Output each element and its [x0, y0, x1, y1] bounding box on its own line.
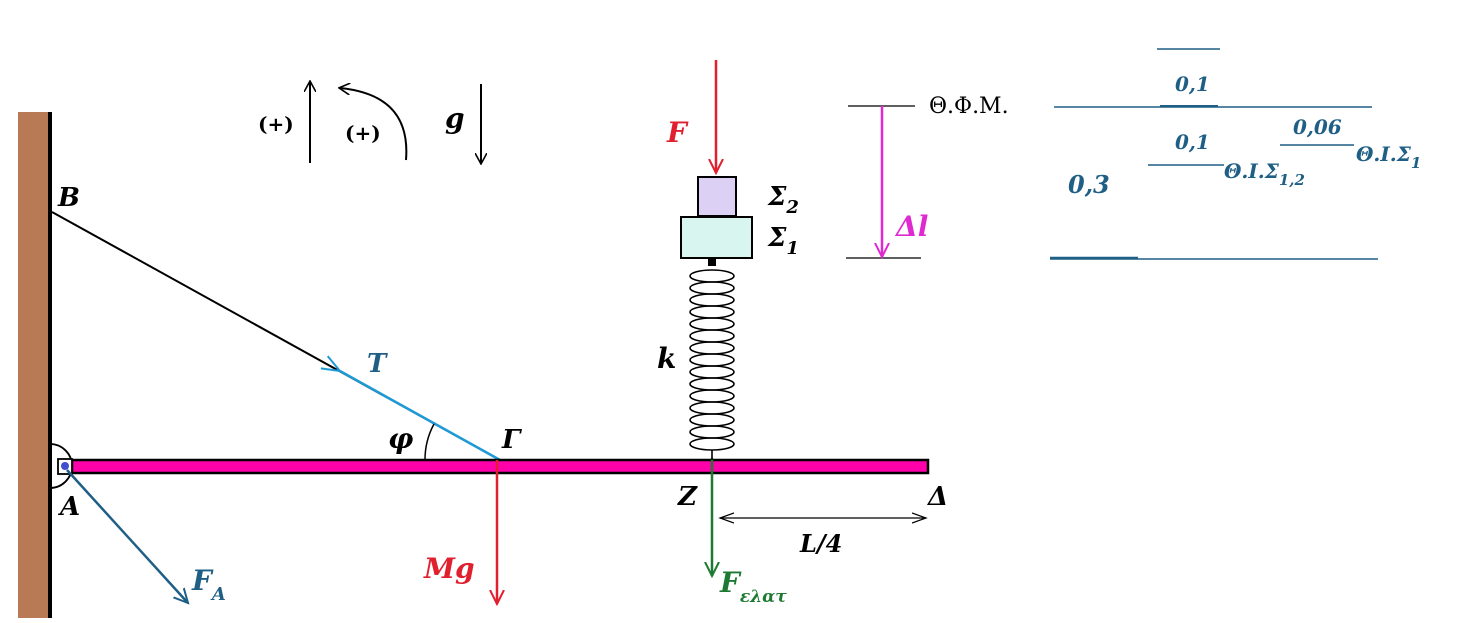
spring-coil — [689, 389, 735, 403]
point-delta-label: Δ — [926, 482, 948, 512]
linear-positive-label: (+) — [258, 112, 294, 136]
spring-coil — [689, 365, 735, 379]
point-gamma-label: Γ — [501, 425, 522, 455]
angle-arc — [424, 423, 435, 461]
spring-coil — [689, 305, 735, 319]
external-force-label: F — [666, 116, 689, 149]
body-lower — [680, 216, 753, 259]
body-lower-sub: 1 — [786, 238, 799, 259]
angular-positive-arrow — [340, 88, 408, 161]
eq1-sub: 1 — [1411, 154, 1421, 172]
gravity-label: g — [445, 102, 465, 135]
spring-force-main: F — [719, 566, 742, 599]
hinge-pin — [61, 462, 69, 470]
eq1-label: Θ.Ι.Σ1 — [1356, 142, 1421, 172]
body-upper-sub: 2 — [785, 197, 799, 218]
natural-length-label: Θ.Φ.Μ. — [929, 94, 1009, 119]
spring-force-label: Fελατ — [719, 566, 787, 607]
body-upper — [697, 176, 737, 217]
wall — [18, 112, 48, 618]
spring-coil — [689, 317, 735, 331]
spring-coil — [689, 413, 735, 427]
eq12-sub: 1,2 — [1279, 171, 1305, 189]
spring-coil — [689, 293, 735, 307]
value-b-label: 0,1 — [1175, 130, 1210, 154]
spring-coil — [689, 377, 735, 391]
value-a-label: 0,1 — [1175, 72, 1210, 96]
eq12-main: Θ.Ι.Σ — [1224, 159, 1280, 183]
spring — [689, 258, 735, 460]
point-b-label: B — [57, 183, 80, 213]
eq1-main: Θ.Ι.Σ — [1356, 142, 1412, 166]
compression-label: Δl — [894, 210, 928, 243]
spring-coil — [689, 329, 735, 343]
value-c-label: 0,06 — [1293, 115, 1342, 139]
body-lower-label: Σ1 — [767, 223, 799, 259]
rod — [70, 458, 930, 475]
body-lower-main: Σ — [767, 223, 787, 253]
value-d-label: 0,3 — [1068, 170, 1110, 199]
angle-label: φ — [388, 422, 414, 455]
spring-coil — [689, 341, 735, 355]
point-z-label: Z — [677, 482, 698, 512]
spring-top-cap — [708, 258, 716, 266]
spring-coil — [689, 437, 735, 451]
angular-positive-label: (+) — [345, 121, 381, 145]
spring-coil — [689, 353, 735, 367]
tension-arrow — [340, 371, 501, 462]
hinge-force-main: F — [191, 564, 214, 597]
point-a-label: A — [57, 492, 80, 522]
tension-label: T — [367, 349, 388, 379]
spring-force-sub: ελατ — [740, 587, 787, 607]
weight-label: Mg — [423, 552, 475, 585]
spring-coil — [689, 425, 735, 439]
spring-constant-label: k — [657, 342, 676, 375]
body-upper-label: Σ2 — [767, 182, 799, 218]
body-upper-main: Σ — [767, 182, 787, 212]
dimension-label: L/4 — [799, 529, 842, 558]
spring-coil — [689, 269, 735, 283]
hinge-force-arrow — [66, 469, 188, 603]
spring-coil — [689, 401, 735, 415]
eq12-label: Θ.Ι.Σ1,2 — [1224, 159, 1305, 189]
spring-coil — [689, 281, 735, 295]
hinge-force-sub: A — [210, 584, 226, 605]
hinge-force-label: FA — [191, 564, 226, 605]
